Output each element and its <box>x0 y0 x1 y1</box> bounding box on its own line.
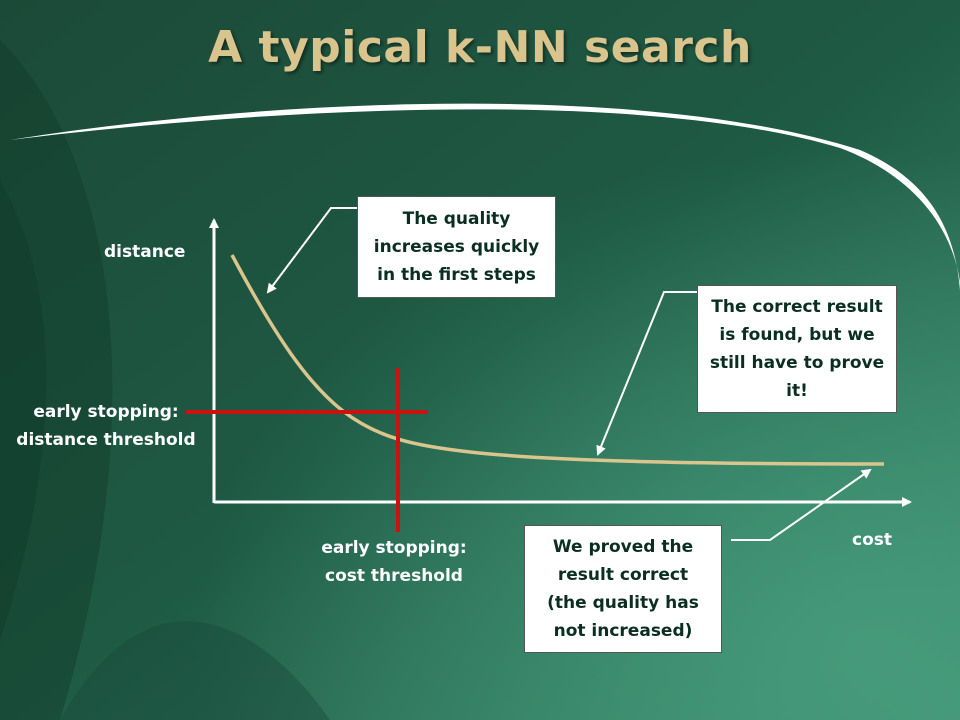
correct-callout-line: still have to prove <box>709 353 885 373</box>
correct-callout-line: The correct result <box>711 297 883 317</box>
proved-callout-line: result correct <box>557 565 689 585</box>
correct-result-callout-box: The correct result is found, but we stil… <box>697 285 897 413</box>
quality-arrow <box>266 207 357 294</box>
quality-callout-line: The quality <box>402 209 511 229</box>
quality-callout-box: The quality increases quickly in the fir… <box>357 196 556 298</box>
cost-threshold-label-line2: cost threshold <box>325 566 463 586</box>
distance-threshold-label-line1: early stopping: <box>33 402 179 422</box>
y-axis-label: distance <box>104 242 186 262</box>
proved-callout-line: We proved the <box>552 537 694 557</box>
distance-threshold-label: early stopping: distance threshold <box>16 398 196 454</box>
distance-threshold-label-line2: distance threshold <box>16 430 196 450</box>
proved-arrow <box>731 468 872 541</box>
correct-callout-line: is found, but we <box>719 325 875 345</box>
proved-callout-line: not increased) <box>553 621 693 641</box>
quality-callout-line: increases quickly <box>373 237 540 257</box>
x-axis-label: cost <box>852 530 893 550</box>
quality-curve <box>230 254 885 466</box>
slide-title: A typical k-NN search <box>208 22 752 73</box>
correct-callout-line: it! <box>786 381 808 401</box>
proved-callout-box: We proved the result correct (the qualit… <box>524 525 722 653</box>
proved-callout-line: (the quality has <box>547 593 699 613</box>
quality-callout-line: in the first steps <box>377 265 536 285</box>
cost-threshold-label-line1: early stopping: <box>321 538 467 558</box>
cost-threshold-label: early stopping: cost threshold <box>304 534 484 590</box>
correct-arrow <box>596 291 697 456</box>
